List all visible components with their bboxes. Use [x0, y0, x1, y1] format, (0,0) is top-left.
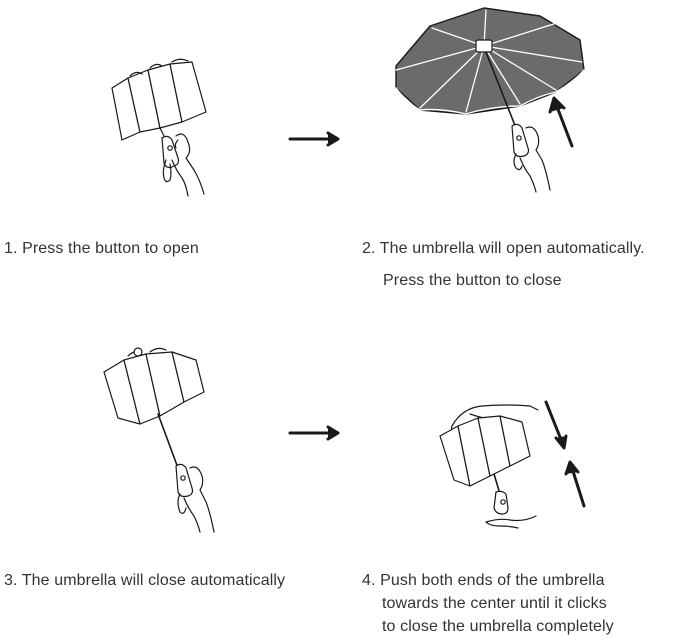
step1-caption: 1. Press the button to open — [4, 240, 199, 257]
arrow-up-icon — [564, 460, 586, 508]
step2-caption-line1: 2. The umbrella will open automatically. — [362, 240, 645, 257]
arrow-right-icon — [288, 425, 340, 441]
step4-caption-line1: 4. Push both ends of the umbrella — [362, 572, 605, 589]
step1-folded-umbrella — [111, 58, 207, 197]
arrow-up-icon — [548, 96, 574, 148]
step4-push-to-close — [439, 404, 539, 529]
step4-caption-line3: to close the umbrella completely — [382, 618, 614, 635]
arrow-right-icon — [288, 131, 340, 147]
step3-closed-umbrella — [103, 347, 215, 533]
step2-open-umbrella — [395, 7, 585, 193]
step3-caption: 3. The umbrella will close automatically — [4, 572, 286, 589]
arrow-down-icon — [544, 400, 568, 450]
step2-caption-line2: Press the button to close — [383, 272, 562, 289]
step4-caption-line2: towards the center until it clicks — [382, 595, 607, 612]
